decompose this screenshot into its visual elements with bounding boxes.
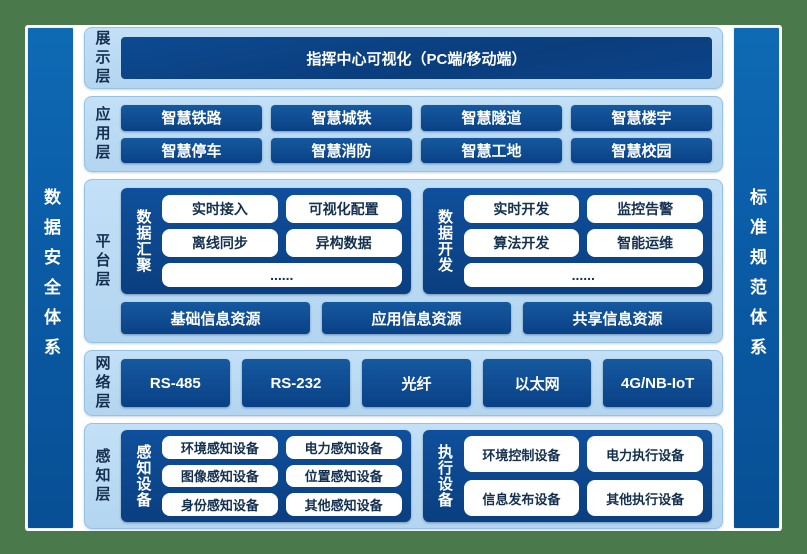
app-box: 智慧停车 [121,137,262,163]
actuator-devices-grid: 环境控制设备 电力执行设备 信息发布设备 其他执行设备 [463,436,703,516]
platform-chip-more: ...... [162,263,402,287]
resource-row: 基础信息资源 应用信息资源 共享信息资源 [121,302,712,334]
network-box: RS-232 [241,359,351,407]
platform-chip: 算法开发 [463,229,580,257]
platform-groups: 数据汇聚 实时接入 可视化配置 离线同步 异构数据 ...... 数据开发 实时… [121,188,712,294]
data-aggregation-grid: 实时接入 可视化配置 离线同步 异构数据 ...... [162,195,402,287]
platform-content: 数据汇聚 实时接入 可视化配置 离线同步 异构数据 ...... 数据开发 实时… [121,188,712,334]
sensing-devices-label: 感知设备 [134,444,152,508]
platform-chip: 离线同步 [162,229,278,257]
actuator-devices-label: 执行设备 [436,444,453,508]
application-grid: 智慧铁路 智慧城铁 智慧隧道 智慧楼宇 智慧停车 智慧消防 智慧工地 智慧校园 [121,105,712,163]
device-chip: 电力执行设备 [587,436,703,472]
perception-layer-panel: 感知层 感知设备 环境感知设备 电力感知设备 图像感知设备 位置感知设备 身份感… [84,423,723,529]
platform-layer-panel: 平台层 数据汇聚 实时接入 可视化配置 离线同步 异构数据 ...... [84,179,723,343]
resource-box: 应用信息资源 [322,302,511,334]
sensing-devices-group: 感知设备 环境感知设备 电力感知设备 图像感知设备 位置感知设备 身份感知设备 … [121,430,411,522]
network-layer-label: 网络层 [93,354,111,412]
device-chip: 环境感知设备 [162,436,278,459]
data-security-pillar: 数据安全体系 [27,27,74,529]
layer-stack: 展示层 指挥中心可视化（PC端/移动端） 应用层 智慧铁路 智慧城铁 智慧隧道 … [84,27,723,529]
perception-layer-label: 感知层 [93,447,111,505]
platform-chip: 实时开发 [463,195,580,223]
network-grid: RS-485 RS-232 光纤 以太网 4G/NB-IoT [121,359,712,407]
device-chip: 其他感知设备 [285,493,402,516]
device-chip: 图像感知设备 [162,464,278,488]
data-development-label: 数据开发 [436,209,453,273]
app-box: 智慧工地 [421,137,562,163]
command-center-banner: 指挥中心可视化（PC端/移动端） [121,37,712,79]
device-chip: 信息发布设备 [463,480,580,516]
app-box: 智慧隧道 [421,105,562,131]
application-layer-label: 应用层 [93,105,111,163]
app-box: 智慧消防 [271,137,412,163]
standards-label: 标准规范体系 [747,188,766,368]
resource-box: 基础信息资源 [121,302,310,334]
device-chip: 电力感知设备 [285,436,402,459]
app-box: 智慧城铁 [271,105,412,131]
data-aggregation-group: 数据汇聚 实时接入 可视化配置 离线同步 异构数据 ...... [121,188,411,294]
platform-chip: 异构数据 [285,229,402,257]
device-chip: 环境控制设备 [463,436,580,472]
application-layer-panel: 应用层 智慧铁路 智慧城铁 智慧隧道 智慧楼宇 智慧停车 智慧消防 智慧工地 智… [84,96,723,172]
app-box: 智慧楼宇 [571,105,712,131]
device-chip: 其他执行设备 [587,480,703,516]
device-chip: 身份感知设备 [162,493,278,516]
architecture-diagram-card: 数据安全体系 展示层 指挥中心可视化（PC端/移动端） 应用层 智慧铁路 智慧城… [25,25,782,531]
platform-chip: 实时接入 [162,195,278,223]
platform-chip: 可视化配置 [285,195,402,223]
data-security-label: 数据安全体系 [41,188,60,368]
resource-box: 共享信息资源 [523,302,712,334]
app-box: 智慧铁路 [121,105,262,131]
data-development-group: 数据开发 实时开发 监控告警 算法开发 智能运维 ...... [422,188,712,294]
perception-content: 感知设备 环境感知设备 电力感知设备 图像感知设备 位置感知设备 身份感知设备 … [121,430,712,522]
platform-layer-label: 平台层 [93,232,111,290]
platform-chip: 智能运维 [587,229,703,257]
display-layer-label: 展示层 [93,29,111,87]
network-box: 光纤 [362,359,471,407]
data-development-grid: 实时开发 监控告警 算法开发 智能运维 ...... [463,195,703,287]
network-box: 4G/NB-IoT [603,359,712,407]
network-box: 以太网 [482,359,592,407]
sensing-devices-grid: 环境感知设备 电力感知设备 图像感知设备 位置感知设备 身份感知设备 其他感知设… [162,436,402,516]
app-box: 智慧校园 [571,137,712,163]
platform-chip: 监控告警 [587,195,703,223]
standards-pillar: 标准规范体系 [733,27,780,529]
display-layer-panel: 展示层 指挥中心可视化（PC端/移动端） [84,27,723,89]
network-box: RS-485 [121,359,230,407]
data-aggregation-label: 数据汇聚 [134,209,152,273]
device-chip: 位置感知设备 [285,464,402,488]
platform-chip-more: ...... [463,263,703,287]
network-layer-panel: 网络层 RS-485 RS-232 光纤 以太网 4G/NB-IoT [84,350,723,416]
actuator-devices-group: 执行设备 环境控制设备 电力执行设备 信息发布设备 其他执行设备 [422,430,712,522]
